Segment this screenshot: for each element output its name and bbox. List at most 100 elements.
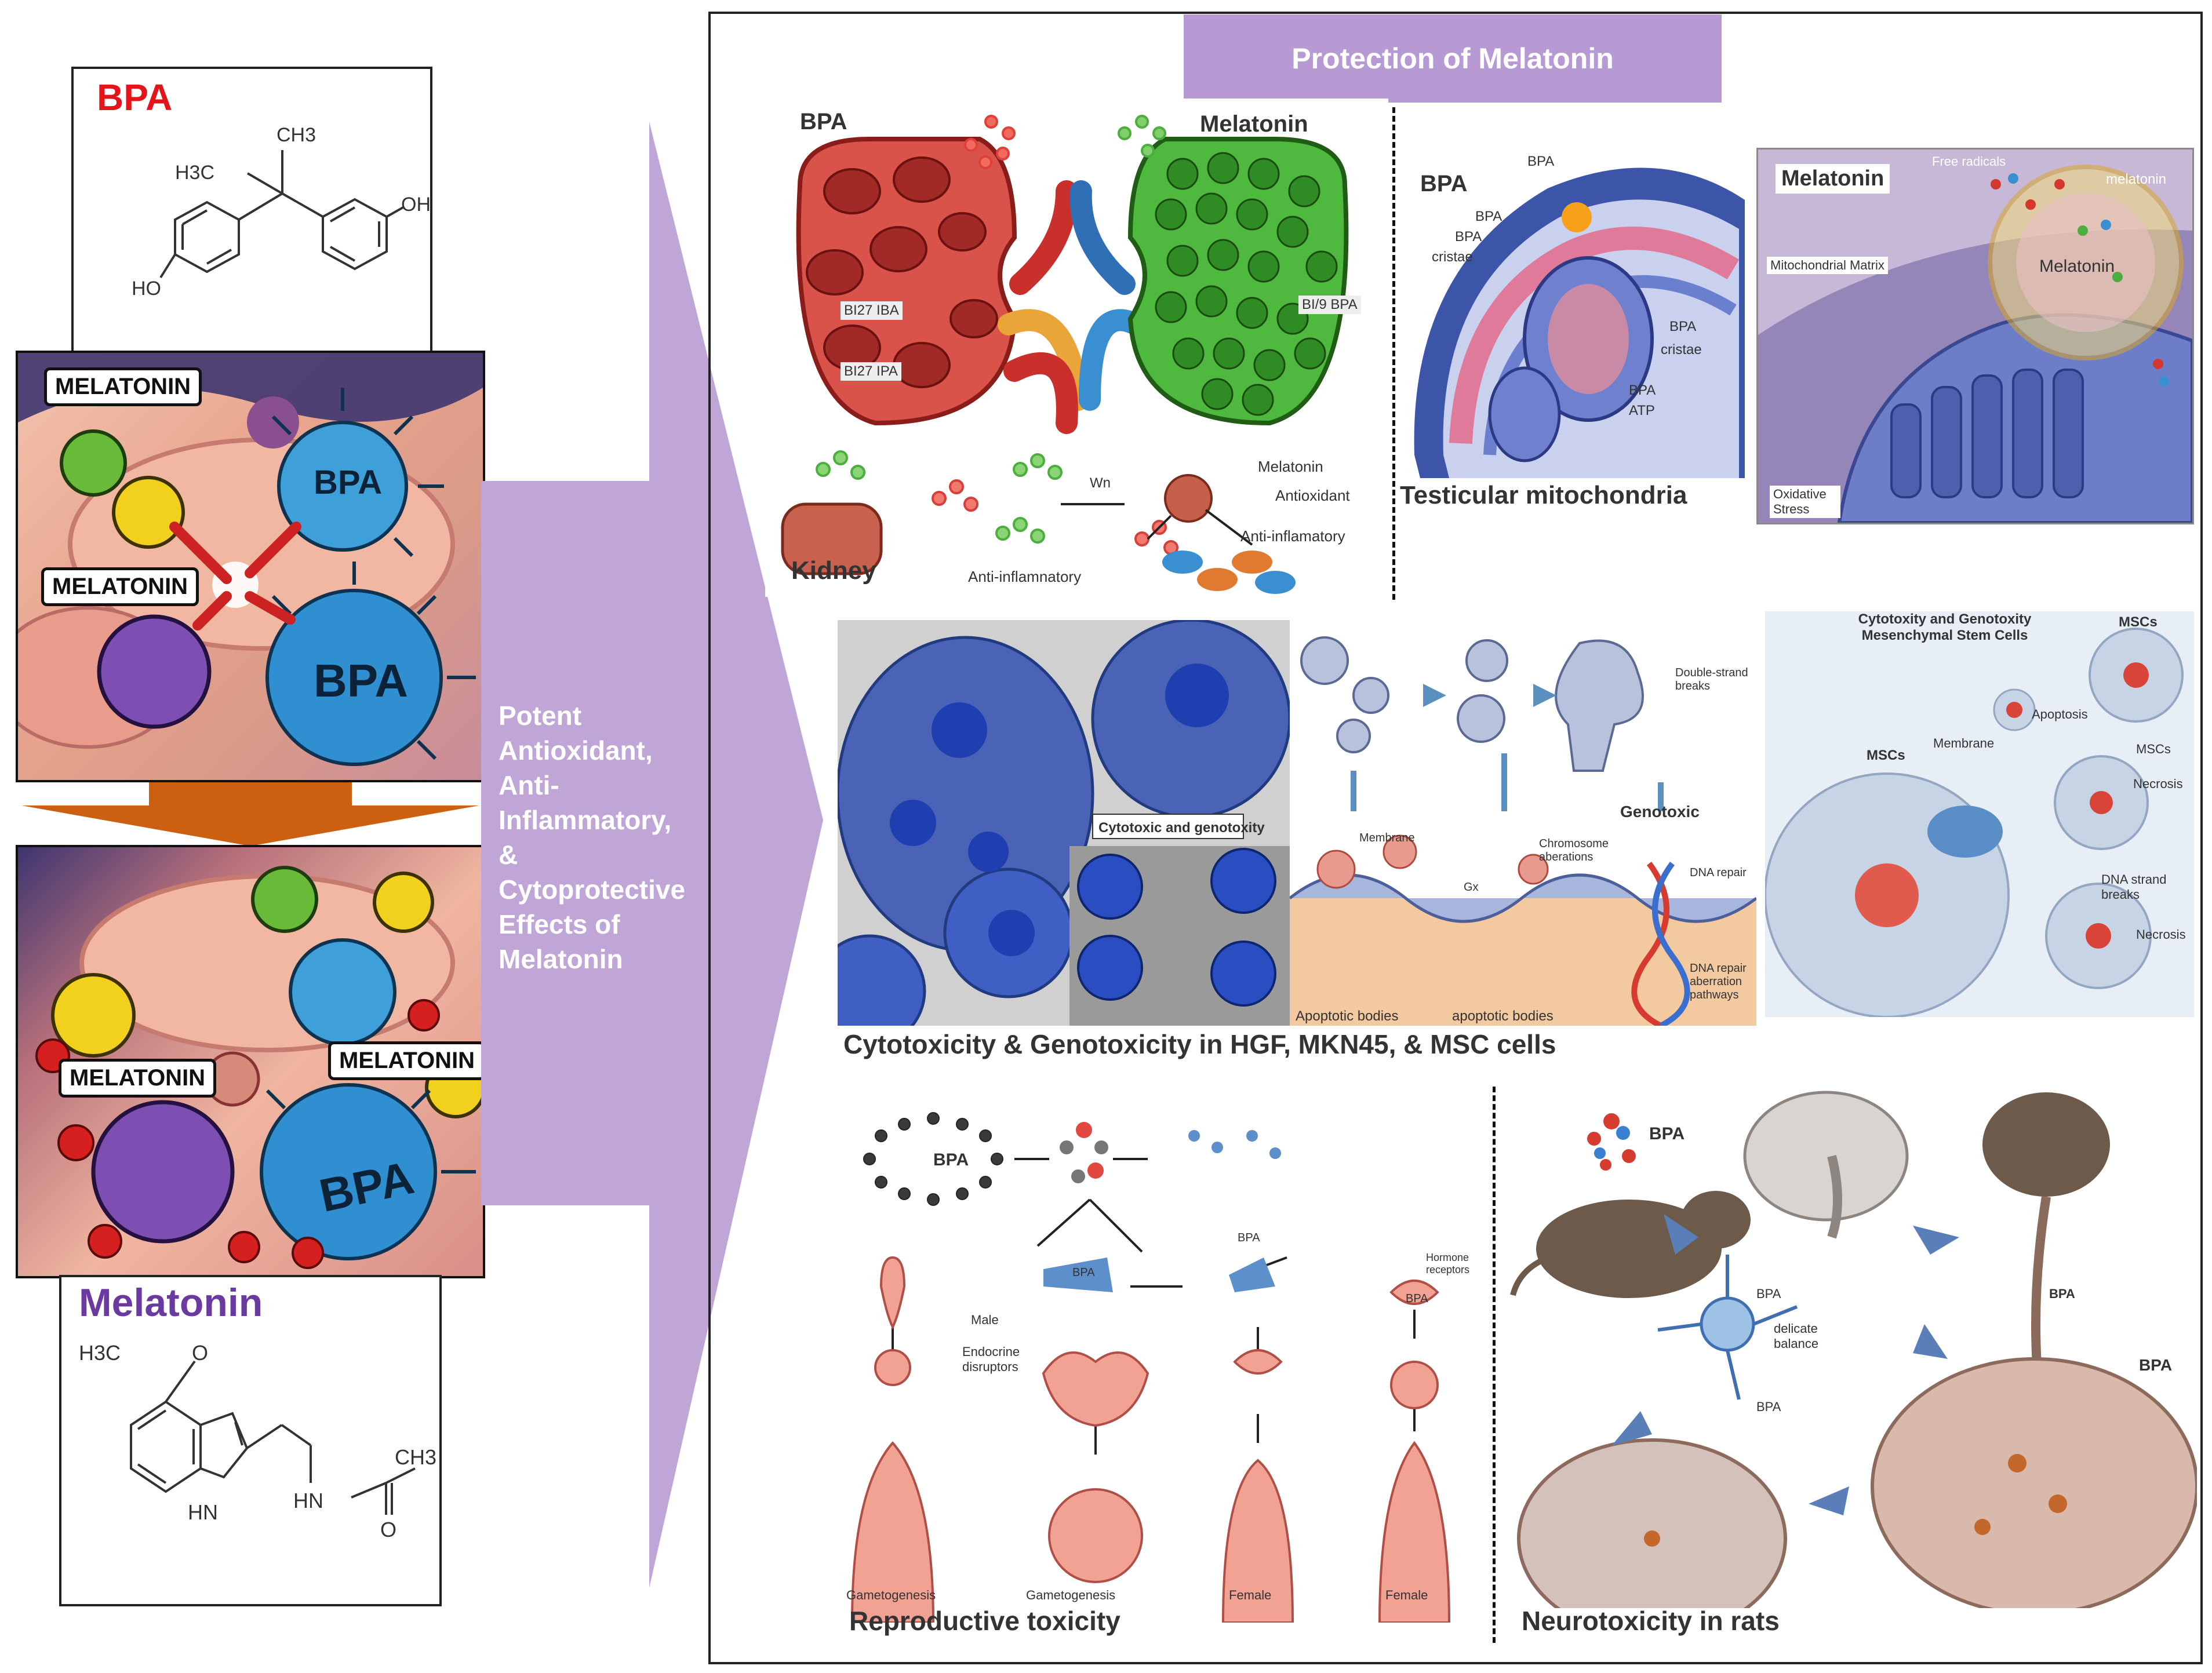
dotted-separator-top <box>1392 107 1395 600</box>
msc-panel: Cytotoxity and Genotoxity Mesenchymal St… <box>1765 611 2194 1017</box>
mech-apoptotic-1-label: Apoptotic bodies <box>1296 1008 1399 1024</box>
msc-apoptosis-label: Apoptosis <box>2032 707 2088 721</box>
melatonin-structure-icon <box>130 1360 416 1515</box>
msc-necrosis-1-label: Necrosis <box>2133 777 2183 791</box>
msc-illustration <box>1765 611 2194 1017</box>
mech-apoptotic-2-label: apoptotic bodies <box>1452 1008 1554 1024</box>
kidney-pathway-anti-inflamnatory: Anti-inflamnatory <box>968 568 1082 585</box>
msc-dna-strand-label: DNA strand breaks <box>2101 872 2167 902</box>
neuro-illustration <box>1507 1087 2197 1608</box>
kidney-inner-label-3: BI/9 BPA <box>1298 296 1361 314</box>
testis-left-label-8: ATP <box>1629 403 1655 418</box>
testis-bpa-label: BPA <box>1420 171 1468 196</box>
testis-caption: Testicular mitochondria <box>1400 481 1687 509</box>
bpa-structure-box: BPA CH3 H3C OH HO <box>71 67 432 353</box>
neuro-bpa-4: BPA <box>2139 1356 2173 1374</box>
neuro-bpa-1: BPA <box>1756 1286 1781 1301</box>
melatonin-o-label: O <box>192 1341 209 1365</box>
orange-down-arrow-icon <box>16 782 485 846</box>
bpa-oh-label: OH <box>401 194 431 216</box>
cartoon-battle-bottom: MELATONIN MELATONIN BPA <box>16 845 485 1278</box>
testis-left-label-4: cristae <box>1432 249 1473 265</box>
neuro-delicate-label: delicate balance <box>1774 1321 1819 1351</box>
micrograph-panel: Cytotoxic and genotoxity <box>838 620 1290 1026</box>
repro-panel: BPA BPA BPA BPA Hormone receptors Male E… <box>835 1084 1487 1623</box>
kidney-melatonin-label: Melatonin <box>1200 111 1308 137</box>
protection-header: Protection of Melatonin <box>1184 14 1722 103</box>
msc-mscs-top-label: MSCs <box>2119 614 2158 630</box>
melatonin-nh-label: HN <box>293 1489 323 1512</box>
kidney-bpa-label: BPA <box>800 109 847 134</box>
cartoon-top-bpa-label-2: BPA <box>314 655 408 706</box>
msc-mscs-right-label: MSCs <box>2136 742 2171 756</box>
main-frame <box>708 12 2203 1664</box>
mech-gx-label: Gx <box>1464 881 1479 894</box>
cartoon-bottom-bubble-2: MELATONIN <box>328 1041 483 1080</box>
testis-right-panel: Melatonin Free radicals melatonin Mitoch… <box>1756 148 2194 524</box>
repro-bpa-2: BPA <box>1238 1231 1260 1244</box>
testis-left-label-5: BPA <box>1669 319 1697 334</box>
kidney-inner-label-2: BI27 IPA <box>841 362 901 381</box>
msc-membrane-label: Membrane <box>1933 736 1995 750</box>
kidney-illustration <box>765 99 1388 597</box>
mech-dsb-label: Double-strand breaks <box>1675 666 1748 692</box>
kidney-pathway-anti-inflammatory: Anti-inflamatory <box>1240 527 1345 545</box>
bpa-ch3-label: CH3 <box>276 124 316 146</box>
kidney-inner-label-1: BI27 IBA <box>841 301 903 320</box>
testis-stress-label: Oxidative Stress <box>1770 486 1840 518</box>
cartoon-top-scene <box>18 353 483 766</box>
testis-left-label-6: cristae <box>1661 342 1702 358</box>
repro-gametogenesis-1: Gametogenesis <box>846 1588 936 1602</box>
protection-header-text: Protection of Melatonin <box>1291 42 1614 75</box>
testis-left-panel: BPA BPA BPA BPA cristae BPA cristae BPA … <box>1397 154 1751 478</box>
melatonin-mitochondria-illustration <box>1758 150 2192 523</box>
neuro-bpa-2: BPA <box>1756 1399 1781 1414</box>
melatonin-title: Melatonin <box>79 1281 263 1325</box>
testis-melatonin-label: Melatonin <box>1776 164 1890 194</box>
micrograph-label: Cytotoxic and genotoxity <box>1098 820 1265 836</box>
testis-left-label-1: BPA <box>1527 154 1555 169</box>
testis-melatonin-ball-label: Melatonin <box>2039 257 2115 276</box>
melatonin-effects-text: Potent Antioxidant, Anti- Inflammatory, … <box>499 701 686 974</box>
melatonin-structure-box: Melatonin H3C O HN HN CH3 O <box>59 1275 442 1606</box>
testis-mitochondria-illustration <box>1397 154 1751 478</box>
big-purple-arrow-icon <box>481 122 823 1588</box>
mech-repair-path-label: DNA repair aberration pathways <box>1690 962 1747 1001</box>
kidney-pathway-wn: Wn <box>1090 475 1111 491</box>
bpa-title: BPA <box>97 76 173 118</box>
melatonin-o2-label: O <box>380 1518 397 1541</box>
repro-bpa-1: BPA <box>1072 1266 1095 1279</box>
neuro-bpa-top: BPA <box>1649 1124 1685 1143</box>
testis-left-label-7: BPA <box>1629 382 1656 398</box>
msc-mscs-left-label: MSCs <box>1867 748 1905 763</box>
mech-dna-repair-label: DNA repair <box>1690 866 1747 879</box>
repro-endocrine-label: Endocrine disruptors <box>962 1344 1020 1374</box>
kidney-caption: Kidney <box>791 556 876 585</box>
genotoxic-mechanism-panel: Double-strand breaks Genotoxic Membrane … <box>1290 620 1756 1026</box>
cartoon-bottom-scene <box>35 866 483 1269</box>
repro-male-label: Male <box>971 1313 999 1327</box>
micrograph-cells <box>838 620 1290 1026</box>
repro-hormone-label: Hormone receptors <box>1426 1252 1470 1275</box>
msc-necrosis-2-label: Necrosis <box>2136 927 2186 942</box>
kidney-pathway-antioxidant: Antioxidant <box>1275 487 1350 504</box>
cyto-caption: Cytotoxicity & Genotoxicity in HGF, MKN4… <box>843 1029 1556 1059</box>
neuro-caption: Neurotoxicity in rats <box>1522 1606 1780 1636</box>
neuro-bpa-3: BPA <box>2049 1286 2075 1301</box>
testis-left-label-2: BPA <box>1475 209 1502 224</box>
cartoon-battle-top: MELATONIN MELATONIN BPA BPA <box>16 351 485 782</box>
bpa-h3c-label: H3C <box>175 162 215 184</box>
testis-matrix-label: Mitochondrial Matrix <box>1767 257 1888 274</box>
repro-bpa-main: BPA <box>933 1150 969 1169</box>
melatonin-hn-label: HN <box>188 1500 218 1524</box>
dotted-separator-bottom <box>1493 1087 1496 1643</box>
kidney-pathway-melatonin: Melatonin <box>1258 458 1323 475</box>
mech-genotoxic-label: Genotoxic <box>1620 803 1700 821</box>
repro-illustration <box>835 1084 1487 1623</box>
mech-chromosome-label: Chromosome aberations <box>1539 837 1609 863</box>
neuro-panel: BPA BPA delicate balance BPA BPA BPA <box>1507 1087 2197 1608</box>
cartoon-top-bpa-label-1: BPA <box>314 464 383 501</box>
repro-bpa-3: BPA <box>1406 1292 1428 1305</box>
bpa-structure-icon <box>159 150 405 279</box>
repro-female-2: Female <box>1385 1588 1428 1602</box>
